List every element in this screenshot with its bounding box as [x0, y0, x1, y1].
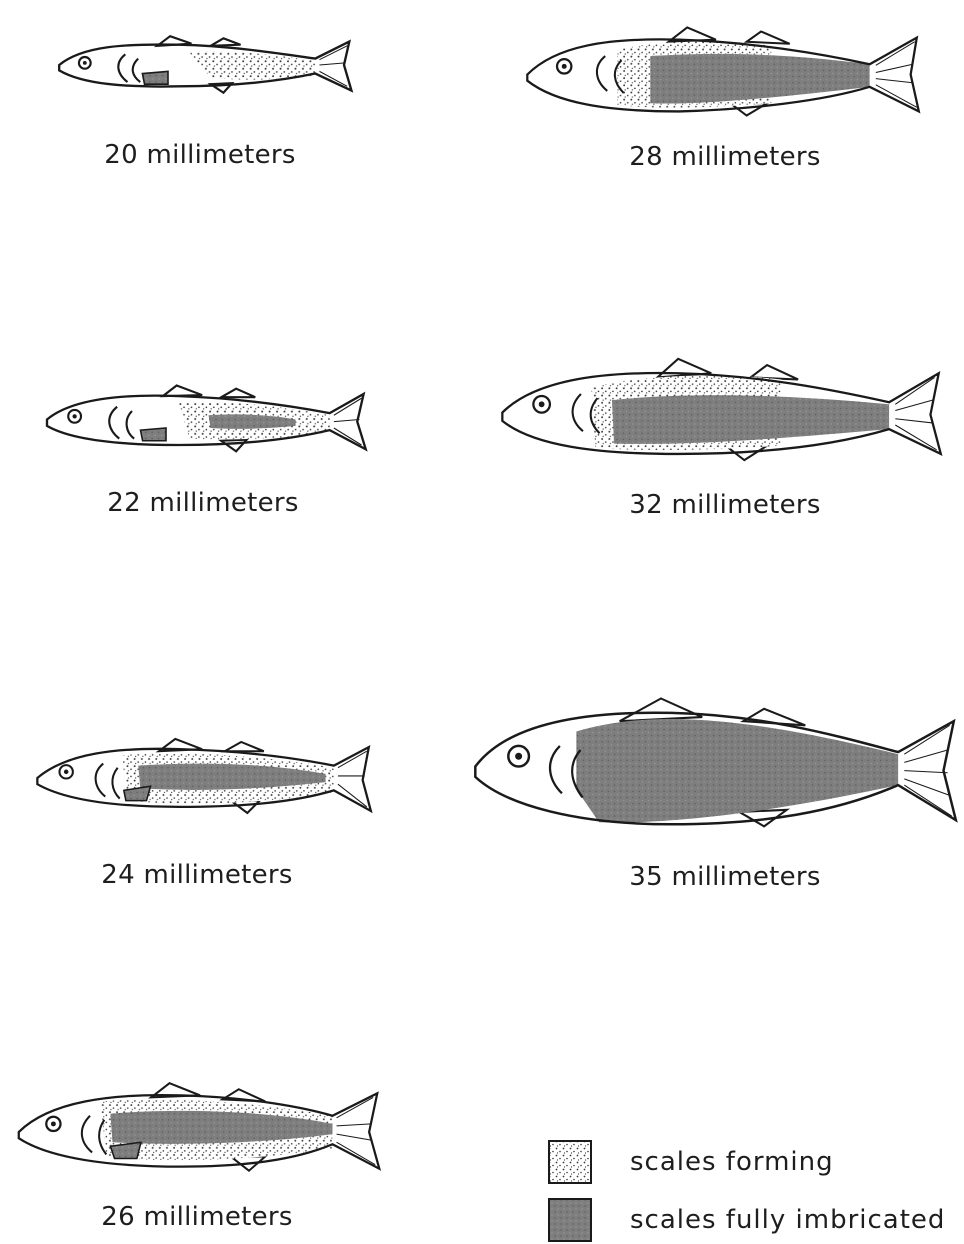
- caption-20mm: 20 millimeters: [60, 140, 340, 170]
- caption-26mm: 26 millimeters: [52, 1202, 342, 1232]
- fish-scales-imbricated: [576, 719, 898, 822]
- fish-26mm-illustration: [8, 1075, 386, 1185]
- caption-35mm: 35 millimeters: [575, 862, 875, 892]
- legend-scales-imbricated: scales fully imbricated: [548, 1198, 945, 1242]
- fish-pectoral-fin: [142, 71, 168, 84]
- legend-label-imbricated: scales fully imbricated: [630, 1205, 945, 1235]
- fish-pectoral-fin: [141, 428, 167, 441]
- legend-swatch-forming: [548, 1140, 592, 1184]
- fish-20mm-illustration: [40, 20, 360, 110]
- caption-24mm: 24 millimeters: [52, 860, 342, 890]
- fish-35mm-illustration: [465, 690, 960, 840]
- legend-scales-forming: scales forming: [548, 1140, 834, 1184]
- fish-28mm-illustration: [515, 18, 925, 128]
- legend-swatch-imbricated: [548, 1198, 592, 1242]
- legend-label-forming: scales forming: [630, 1147, 834, 1177]
- caption-32mm: 32 millimeters: [575, 490, 875, 520]
- caption-28mm: 28 millimeters: [575, 142, 875, 172]
- fish-24mm-illustration: [25, 728, 375, 828]
- caption-22mm: 22 millimeters: [58, 488, 348, 518]
- fish-22mm-illustration: [30, 372, 370, 467]
- fish-scales-imbricated: [612, 395, 889, 444]
- fish-32mm-illustration: [492, 350, 947, 470]
